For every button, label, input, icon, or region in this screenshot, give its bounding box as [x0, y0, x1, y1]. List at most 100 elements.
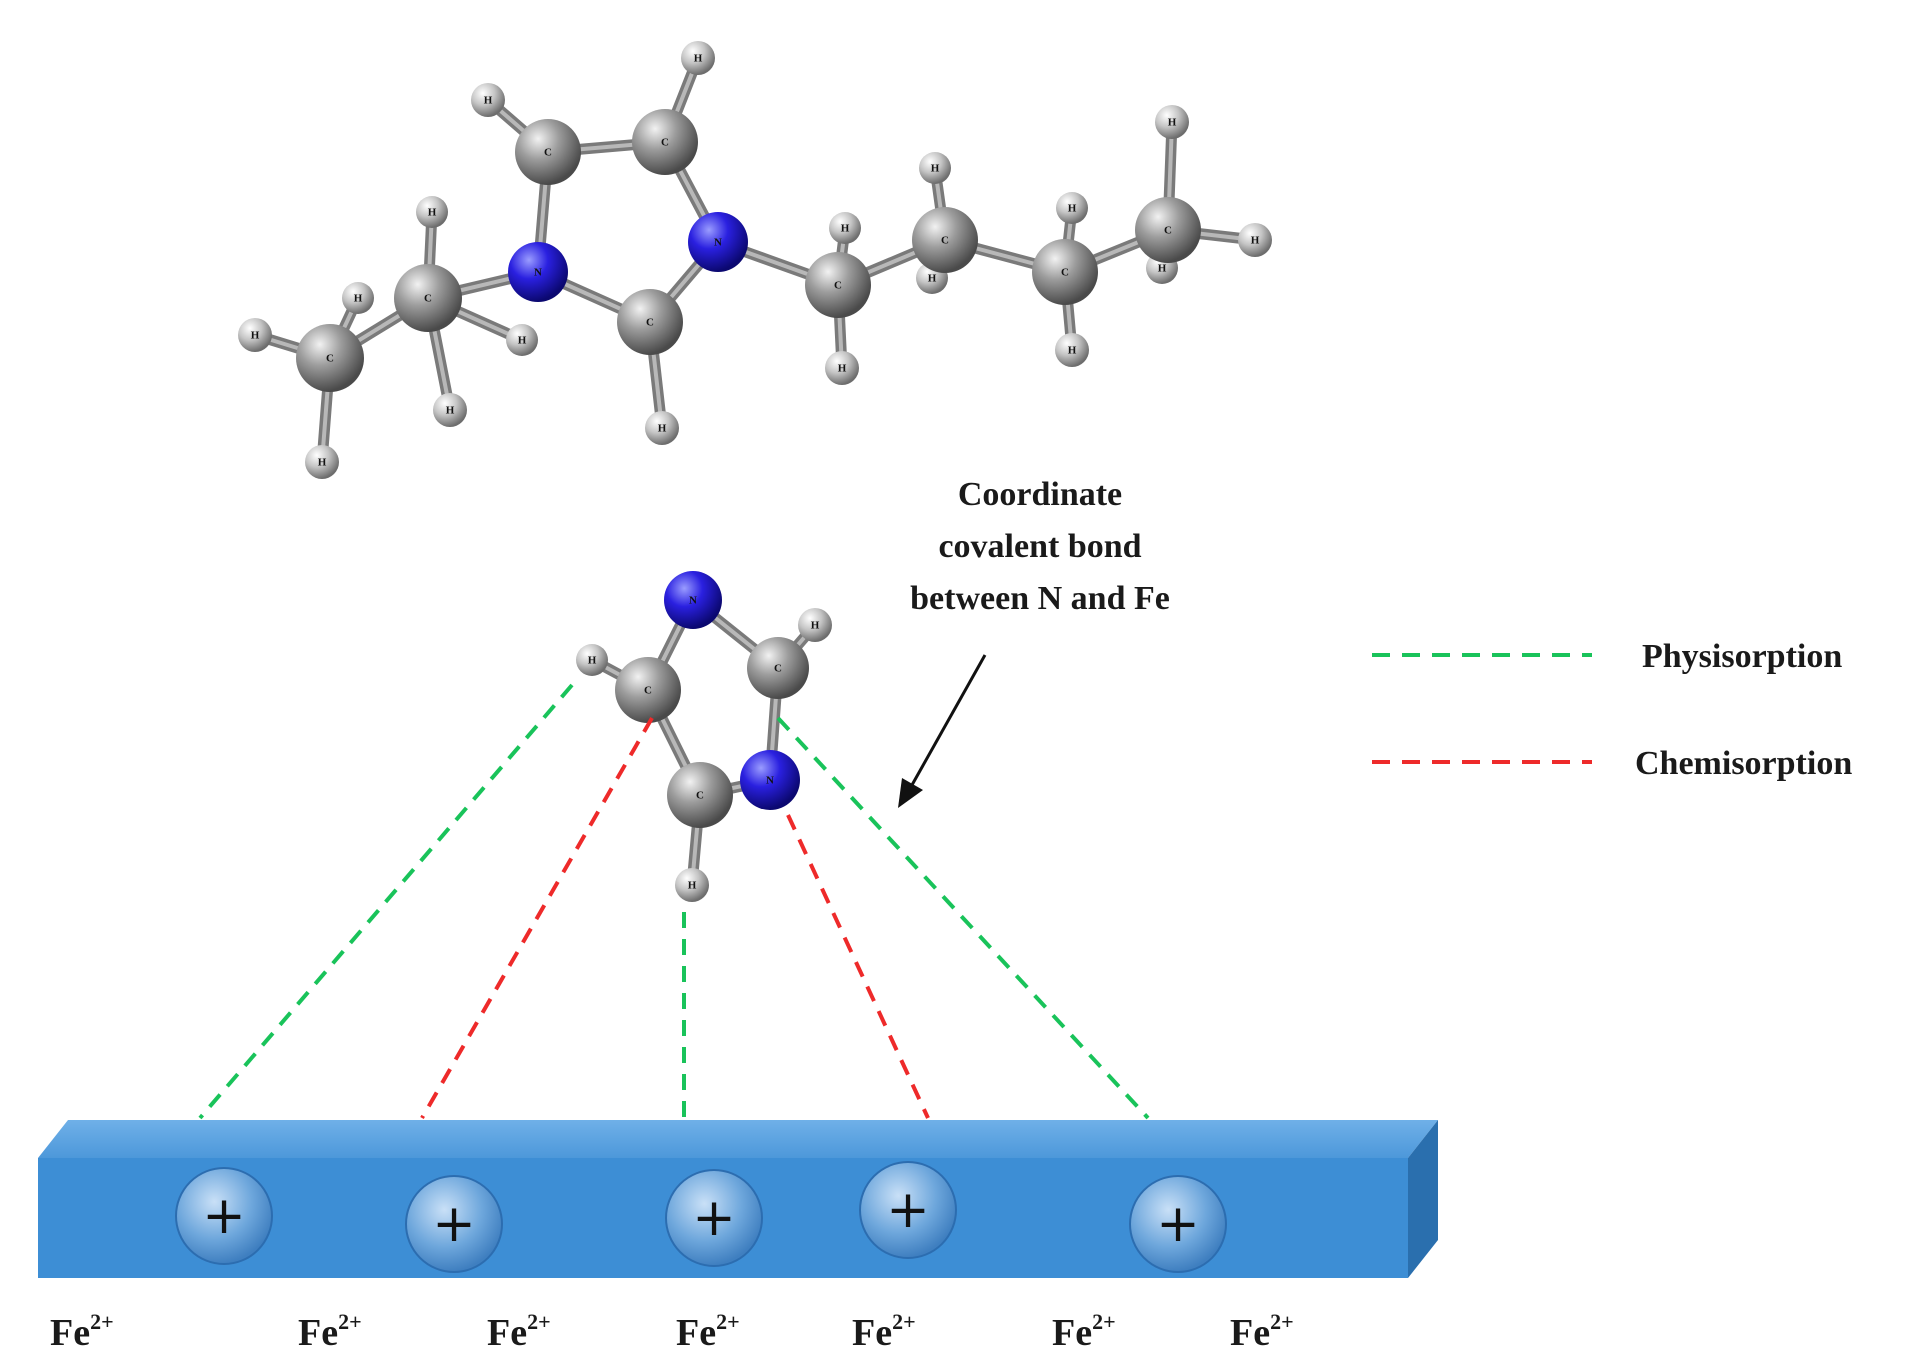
- fe-ion-label: Fe2+: [50, 1309, 114, 1354]
- carbon-sphere: [617, 289, 683, 355]
- surface-charges: + + + + +: [175, 1161, 1227, 1273]
- hydrogen-sphere: [576, 644, 608, 676]
- hydrogen-atom: H: [433, 393, 467, 427]
- nitrogen-atom: N: [688, 212, 748, 272]
- carbon-label: C: [644, 685, 652, 697]
- carbon-label: C: [424, 293, 432, 305]
- hydrogen-label: H: [658, 423, 667, 435]
- carbon-label: C: [774, 663, 782, 675]
- adsorption-lines: [198, 683, 1150, 1120]
- annotation-arrow-icon: [898, 654, 987, 808]
- ion-charge: 2+: [90, 1309, 114, 1334]
- carbon-sphere: [394, 264, 462, 332]
- positive-charge: +: [175, 1167, 273, 1265]
- plus-sign: +: [1156, 1194, 1200, 1254]
- surface-side-face: [1408, 1120, 1438, 1278]
- hydrogen-sphere: [645, 411, 679, 445]
- carbon-sphere: [805, 252, 871, 318]
- carbon-atom: C: [515, 119, 581, 185]
- carbon-atom: C: [615, 657, 681, 723]
- hydrogen-atom: H: [342, 282, 374, 314]
- hydrogen-atom: H: [238, 318, 272, 352]
- hydrogen-label: H: [688, 880, 697, 892]
- hydrogen-atom: H: [675, 868, 709, 902]
- hydrogen-atom: H: [1056, 192, 1088, 224]
- hydrogen-sphere: [675, 868, 709, 902]
- carbon-sphere: [296, 324, 364, 392]
- nitrogen-label: N: [714, 237, 722, 249]
- hydrogen-sphere: [471, 83, 505, 117]
- nitrogen-sphere: [664, 571, 722, 629]
- carbon-sphere: [1032, 239, 1098, 305]
- carbon-atom: C: [296, 324, 364, 392]
- ion-charge: 2+: [338, 1309, 362, 1334]
- fe-ion-label: Fe2+: [852, 1309, 916, 1354]
- carbon-label: C: [544, 147, 552, 159]
- plus-sign: +: [202, 1186, 246, 1246]
- carbon-atom: C: [394, 264, 462, 332]
- hydrogen-sphere: [305, 445, 339, 479]
- carbon-atom: C: [912, 207, 978, 273]
- hydrogen-atom: H: [576, 644, 608, 676]
- hydrogen-sphere: [829, 212, 861, 244]
- carbon-label: C: [1164, 225, 1172, 237]
- annotation-line-3: between N and Fe: [910, 580, 1170, 617]
- hydrogen-label: H: [931, 163, 940, 175]
- hydrogen-sphere: [1238, 223, 1272, 257]
- hydrogen-atom: H: [416, 196, 448, 228]
- hydrogen-sphere: [506, 324, 538, 356]
- plus-sign: +: [432, 1194, 476, 1254]
- fe-ion-labels: Fe2+Fe2+Fe2+Fe2+Fe2+Fe2+Fe2+: [50, 1309, 1294, 1354]
- carbon-sphere: [912, 207, 978, 273]
- fe-ion-label: Fe2+: [676, 1309, 740, 1354]
- hydrogen-label: H: [1068, 345, 1077, 357]
- ion-charge: 2+: [716, 1309, 740, 1334]
- hydrogen-label: H: [838, 363, 847, 375]
- carbon-label: C: [941, 235, 949, 247]
- positive-charge: +: [859, 1161, 957, 1259]
- annotation-line-2: covalent bond: [938, 528, 1141, 565]
- hydrogen-label: H: [446, 405, 455, 417]
- hydrogen-atom: H: [506, 324, 538, 356]
- carbon-atom: C: [667, 762, 733, 828]
- hydrogen-sphere: [1155, 105, 1189, 139]
- carbon-atom: C: [805, 252, 871, 318]
- nitrogen-sphere: [508, 242, 568, 302]
- hydrogen-atom: H: [798, 608, 832, 642]
- charge-circle: [405, 1175, 503, 1273]
- carbon-atom: C: [1135, 197, 1201, 263]
- hydrogen-label: H: [694, 53, 703, 65]
- charge-circle: [859, 1161, 957, 1259]
- carbon-sphere: [747, 637, 809, 699]
- fe-ion-label: Fe2+: [487, 1309, 551, 1354]
- hydrogen-sphere: [681, 41, 715, 75]
- nitrogen-atom: N: [740, 750, 800, 810]
- carbon-label: C: [326, 353, 334, 365]
- legend-item-physisorption: Physisorption: [1372, 638, 1842, 675]
- fe-ion-label: Fe2+: [298, 1309, 362, 1354]
- carbon-sphere: [1135, 197, 1201, 263]
- hydrogen-atom: H: [471, 83, 505, 117]
- positive-charge: +: [665, 1169, 763, 1267]
- nitrogen-sphere: [740, 750, 800, 810]
- hydrogen-label: H: [1158, 263, 1167, 275]
- hydrogen-atom: H: [919, 152, 951, 184]
- ion-charge: 2+: [1270, 1309, 1294, 1334]
- nitrogen-label: N: [766, 775, 774, 787]
- carbon-label: C: [646, 317, 654, 329]
- hydrogen-label: H: [841, 223, 850, 235]
- hydrogen-label: H: [518, 335, 527, 347]
- hydrogen-atom: H: [829, 212, 861, 244]
- hydrogen-sphere: [416, 196, 448, 228]
- carbon-sphere: [667, 762, 733, 828]
- physisorption-line: [776, 716, 1150, 1120]
- hydrogen-sphere: [342, 282, 374, 314]
- hydrogen-sphere: [825, 351, 859, 385]
- fe-ion-label: Fe2+: [1230, 1309, 1294, 1354]
- metal-surface: + + + + +: [38, 1120, 1438, 1278]
- surface-top-face: [38, 1120, 1438, 1158]
- ion-charge: 2+: [892, 1309, 916, 1334]
- carbon-label: C: [834, 280, 842, 292]
